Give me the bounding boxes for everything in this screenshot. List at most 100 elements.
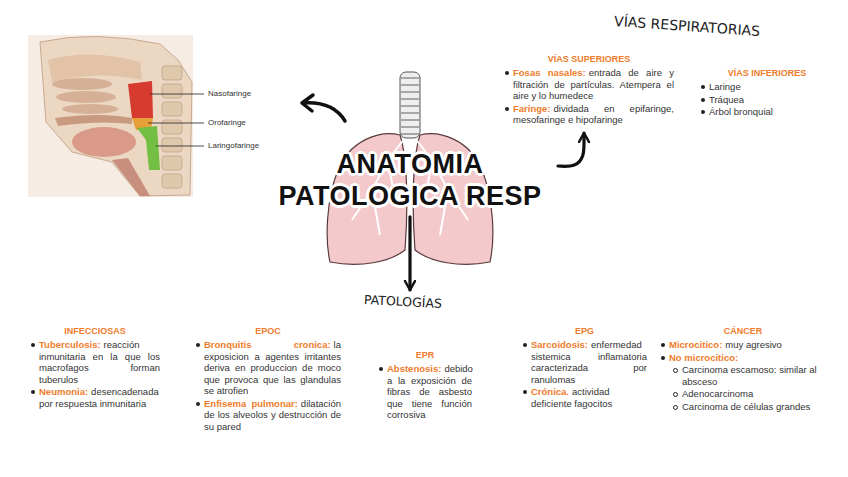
spine [162,120,182,134]
bullet-dot [673,392,678,397]
bullet-item: Carcinoma escamoso: similar al absceso [660,364,826,387]
term: Microcitico: [669,339,722,350]
pointer-arrow [302,95,313,111]
term: Sarcoidosis: [531,339,588,350]
bullet-item: Fosas nasales:entrada de aire y filtraci… [504,67,674,102]
trachea-rings [401,98,419,99]
column-heading: VÍAS SUPERIORES [504,54,674,64]
lungs-figure [400,72,420,138]
bullet-item: Enfisema pulmonar:dilatación de los alve… [195,398,341,433]
column-heading: CÁNCER [660,326,826,336]
bullet-dot [701,85,705,89]
term: Tuberculosis: [39,339,101,350]
head-section-figure [128,81,153,118]
bullet-dot [523,390,527,394]
trachea-rings [401,126,419,127]
bullet-dot [661,343,665,347]
bullet-dot [31,390,35,394]
column-heading: EPR [378,350,472,360]
trachea-rings [401,84,419,85]
term: Enfisema pulmonar: [204,398,298,409]
part-label: Orofaringe [208,118,246,127]
bullet-item: Sarcoidosis:enfermedad sistemica inflama… [522,339,647,385]
description: muy agresivo [725,339,782,350]
trachea-rings [401,77,419,78]
topic-column: CÁNCERMicrocitico:muy agresivoNo microci… [660,326,826,413]
trachea-rings [401,91,419,92]
description: Tráquea [709,94,744,105]
bullet-item: Árbol bronquial [700,106,834,118]
bullet-item: Crónica.actividad deficiente fagocitos [522,386,647,409]
bullet-dot [196,402,200,406]
title-text: ANATOMIA PATOLOGICA RESP [262,148,558,213]
column-heading: INFECCIOSAS [30,326,160,336]
trachea-rings [401,78,419,134]
spine [162,138,182,152]
spine [162,66,182,188]
bullet-item: Tráquea [700,94,834,106]
head-section-figure [150,94,204,95]
bullet-item: Microcitico:muy agresivo [660,339,826,351]
term: Crónica. [531,386,569,397]
bullet-item: Bronquitis cronica:la exposicion a agent… [195,339,341,397]
topic-column: VÍAS SUPERIORES Fosas nasales:entrada de … [504,54,674,127]
bullet-dot [673,368,678,373]
head-section-figure [56,91,116,103]
bullet-item: Tuberculosis:reacción inmunitaria en la … [30,339,160,385]
trachea-rings [401,112,419,113]
head-section-figure [52,78,112,90]
term: Bronquitis cronica: [204,339,331,350]
topic-column: EPGSarcoidosis:enfermedad sistemica infl… [522,326,647,410]
bullet-item: Carcinoma de células grandes [660,401,826,413]
head-section-figure [55,115,132,126]
bullet-dot [505,107,509,111]
connector-arrow [408,217,411,290]
head-section-figure [72,127,136,157]
bullet-dot [196,343,200,347]
head-section-figure [148,123,204,124]
bullet-item: Faringe:dividada en epifaringe, mesofari… [504,103,674,126]
term: Faringe: [513,103,550,114]
description: Árbol bronquial [709,106,773,117]
bullet-dot [523,343,527,347]
connector-arrow [558,133,584,166]
section-group: INFECCIOSAS Tuberculosis:reacción inmunit… [20,290,835,440]
spine [162,66,182,80]
head-section-figure [156,146,204,147]
column-heading: VÍAS INFERIORES [700,68,834,78]
head-section-figure [137,126,160,170]
pointer-arrow [302,95,345,121]
topic-column: INFECCIOSAS Tuberculosis:reacción inmunit… [30,326,160,410]
bullet-dot [31,343,35,347]
description: Carcinoma escamoso: similar al absceso [682,364,817,387]
head-section-figure [62,104,118,114]
term: Fosas nasales: [513,67,586,78]
head-section-figure [112,158,150,196]
head-section-figure [28,35,204,197]
term: No microcitico: [669,352,738,363]
part-label: Laringofaringe [208,141,259,150]
trachea-rings [401,105,419,106]
section-group: VÍAS SUPERIORES Fosas nasales:entrada de … [498,14,840,133]
central-title: ANATOMIA PATOLOGICA RESP [262,148,558,213]
term: Neumonia: [39,386,88,397]
description: Laringe [709,81,741,92]
head-section-figure [28,35,193,197]
bullet-dot [701,98,705,102]
spine [162,156,182,170]
topic-column: EPR Abstenosis:debido a la exposición de … [378,350,472,422]
column-heading: EPOC [195,326,341,336]
bullet-dot [673,405,678,410]
spine [162,84,182,98]
trachea-rings [401,119,419,120]
head-section-figure [48,54,142,82]
bullet-dot [379,367,383,371]
part-label: Nasofaringe [208,89,251,98]
trachea-rings [401,133,419,134]
bullet-item: Abstenosis:debido a la exposición de fib… [378,363,472,421]
description: Adenocarcinoma [682,388,753,399]
topic-column: EPOC Bronquitis cronica:la exposicion a a… [195,326,341,434]
spine [162,102,182,116]
description: Carcinoma de células grandes [682,401,810,412]
